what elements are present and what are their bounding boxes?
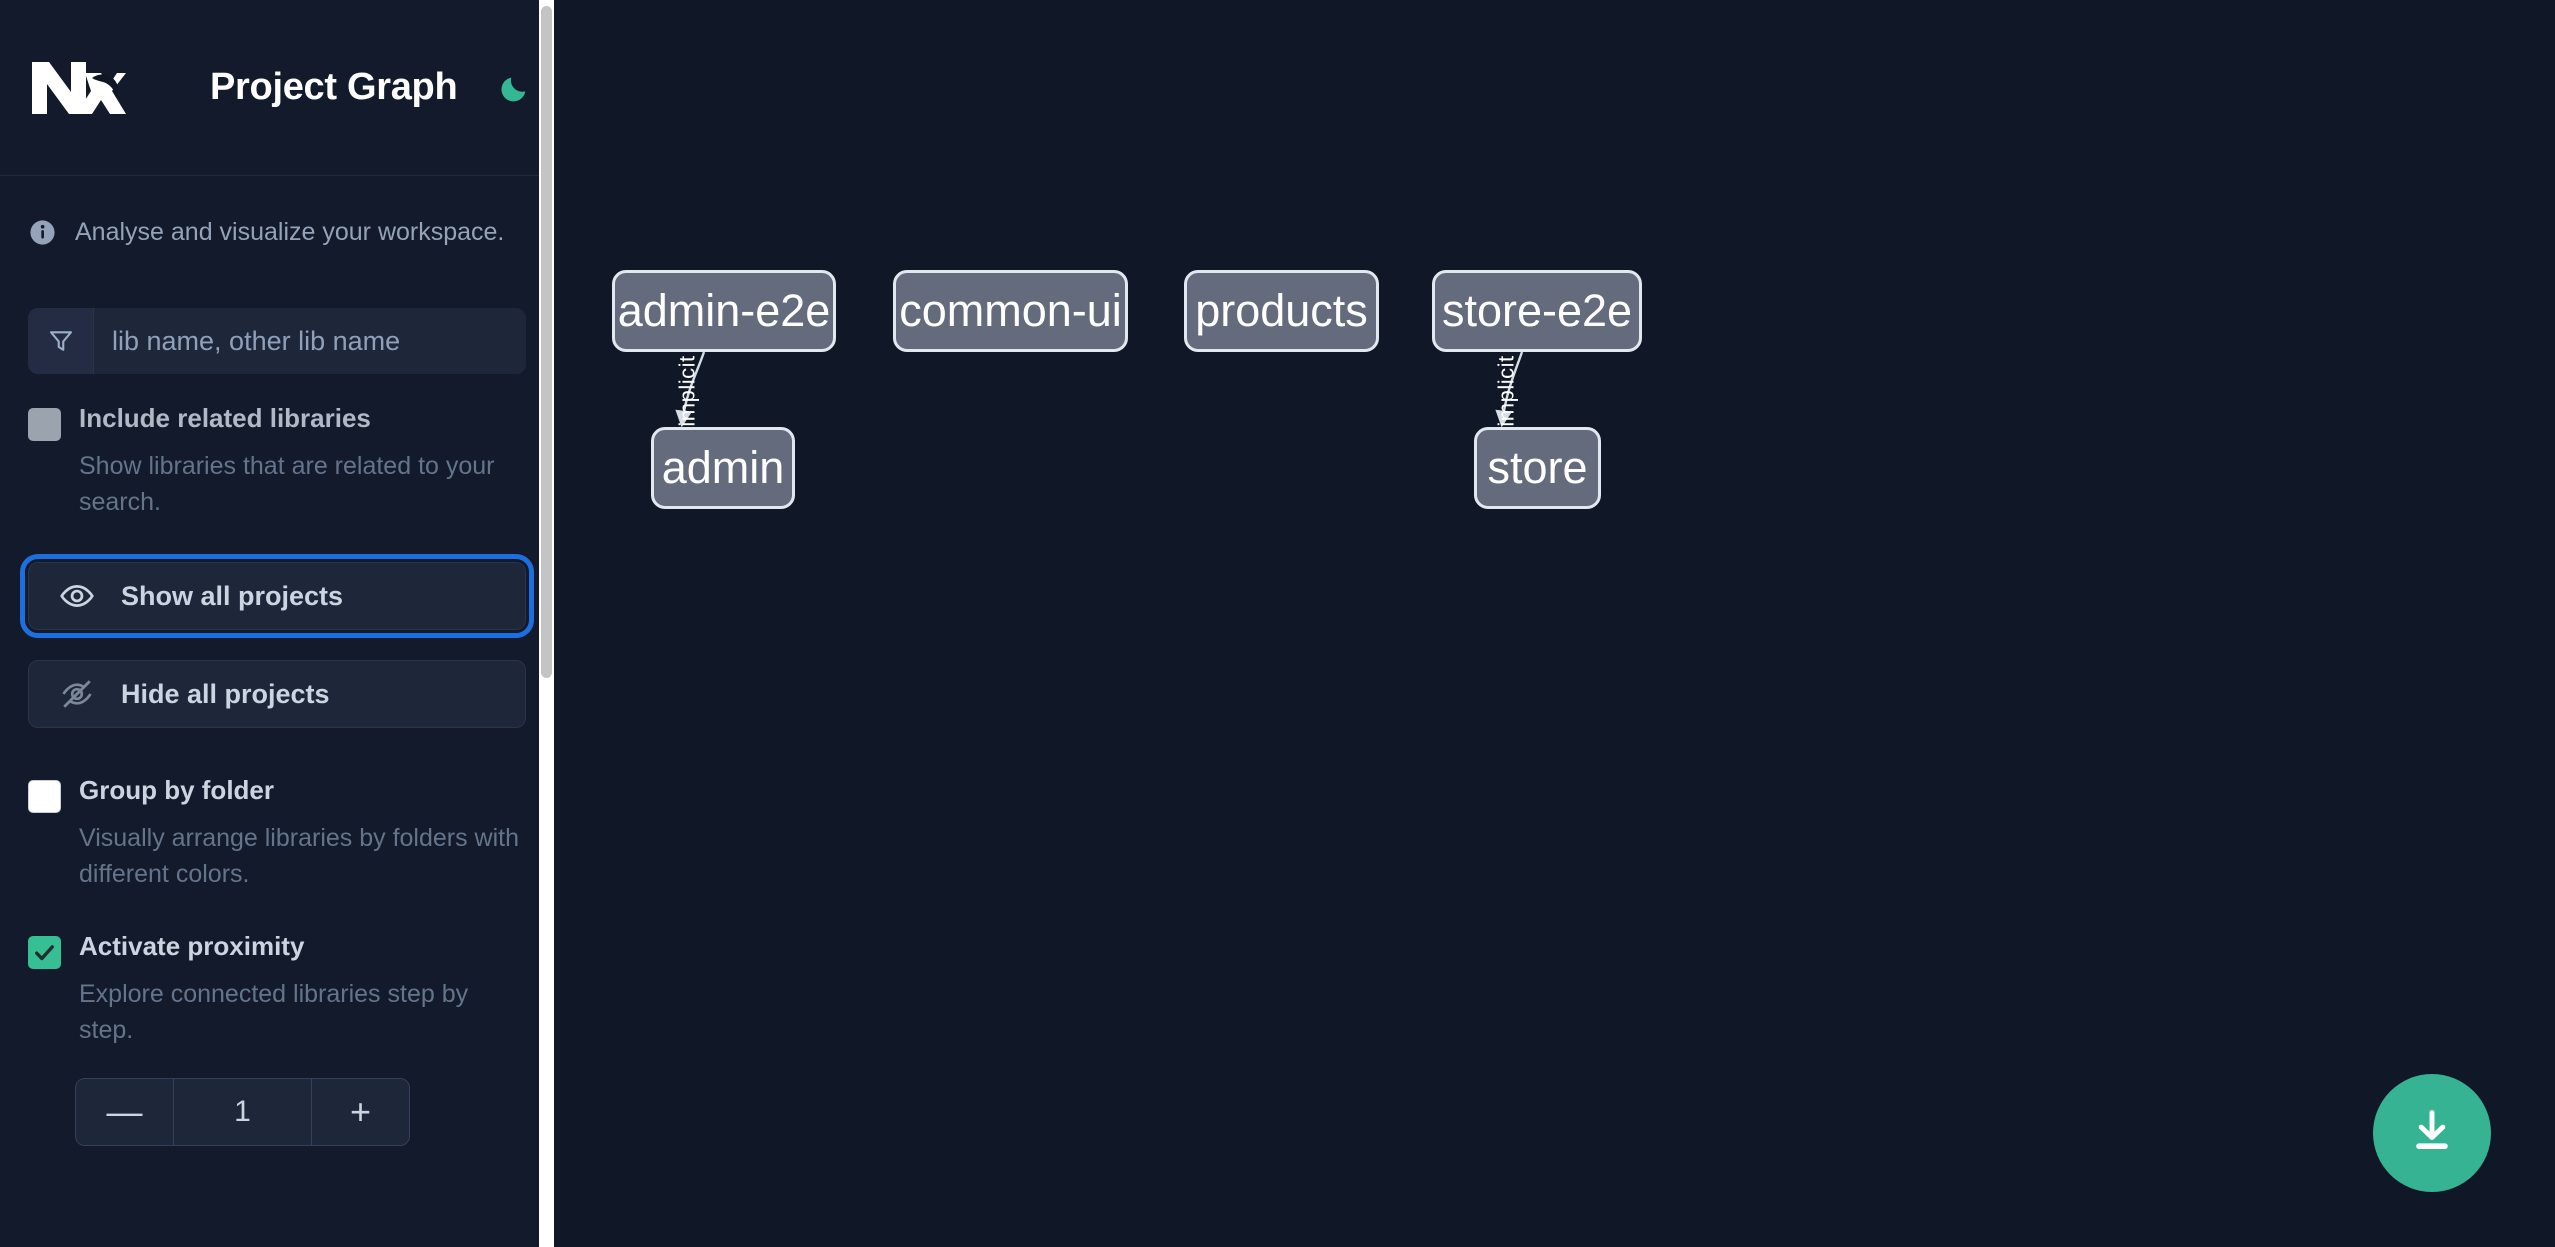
search-input[interactable] xyxy=(94,308,526,374)
activate-proximity-checkbox[interactable] xyxy=(28,936,61,969)
tagline-text: Analyse and visualize your workspace. xyxy=(75,217,505,246)
sidebar-content: Project Graph Analyse and visualize yo xyxy=(0,0,554,1247)
download-icon xyxy=(2406,1105,2458,1162)
option-label: Group by folder xyxy=(79,775,274,805)
proximity-decrement-button[interactable]: — xyxy=(76,1079,174,1145)
sidebar-scrollbar-thumb[interactable] xyxy=(541,6,552,678)
search-bar xyxy=(28,308,526,374)
sidebar-header: Project Graph xyxy=(0,0,554,176)
edge-label-implicit-admin: implicit xyxy=(674,355,700,427)
graph-node-store[interactable]: store xyxy=(1474,427,1601,509)
graph-edges xyxy=(675,351,1524,428)
proximity-increment-button[interactable]: + xyxy=(311,1079,409,1145)
graph-node-admin-e2e[interactable]: admin-e2e xyxy=(612,270,836,352)
option-label: Include related libraries xyxy=(79,403,371,433)
info-icon xyxy=(28,218,57,247)
filter-funnel-icon[interactable] xyxy=(28,308,94,374)
graph-node-store-e2e[interactable]: store-e2e xyxy=(1432,270,1642,352)
option-description: Explore connected libraries step by step… xyxy=(79,980,469,1044)
option-description: Visually arrange libraries by folders wi… xyxy=(79,824,520,888)
hide-all-projects-button[interactable]: Hide all projects xyxy=(28,660,526,728)
sidebar: Project Graph Analyse and visualize yo xyxy=(0,0,554,1247)
show-all-projects-label: Show all projects xyxy=(121,580,344,611)
option-header: Include related libraries xyxy=(28,403,526,441)
workspace-tagline: Analyse and visualize your workspace. xyxy=(0,176,554,288)
option-activate-proximity: Activate proximity Explore connected lib… xyxy=(0,931,554,1048)
graph-node-common-ui[interactable]: common-ui xyxy=(893,270,1128,352)
option-include-related-libraries: Include related libraries Show libraries… xyxy=(0,403,554,520)
eye-off-icon xyxy=(59,676,95,712)
proximity-stepper: — 1 + xyxy=(75,1078,410,1146)
graph-node-admin[interactable]: admin xyxy=(651,427,795,509)
option-group-by-folder: Group by folder Visually arrange librari… xyxy=(0,775,554,892)
option-label: Activate proximity xyxy=(79,931,305,961)
graph-node-products[interactable]: products xyxy=(1184,270,1379,352)
proximity-value: 1 xyxy=(174,1079,311,1145)
nx-logo-icon xyxy=(30,58,126,118)
graph-canvas[interactable]: implicit implicit admin-e2e common-ui pr… xyxy=(554,0,2555,1247)
hide-all-projects-label: Hide all projects xyxy=(121,678,330,709)
show-all-projects-button[interactable]: Show all projects xyxy=(20,554,534,638)
include-related-libraries-checkbox[interactable] xyxy=(28,408,61,441)
download-graph-button[interactable] xyxy=(2373,1074,2491,1192)
option-description: Show libraries that are related to your … xyxy=(79,452,495,516)
eye-icon xyxy=(59,578,95,614)
page-title: Project Graph xyxy=(210,66,458,108)
option-header: Activate proximity xyxy=(28,931,526,969)
moon-icon[interactable] xyxy=(493,67,535,109)
group-by-folder-checkbox[interactable] xyxy=(28,780,61,813)
option-header: Group by folder xyxy=(28,775,526,813)
edge-label-implicit-store: implicit xyxy=(1493,355,1519,427)
